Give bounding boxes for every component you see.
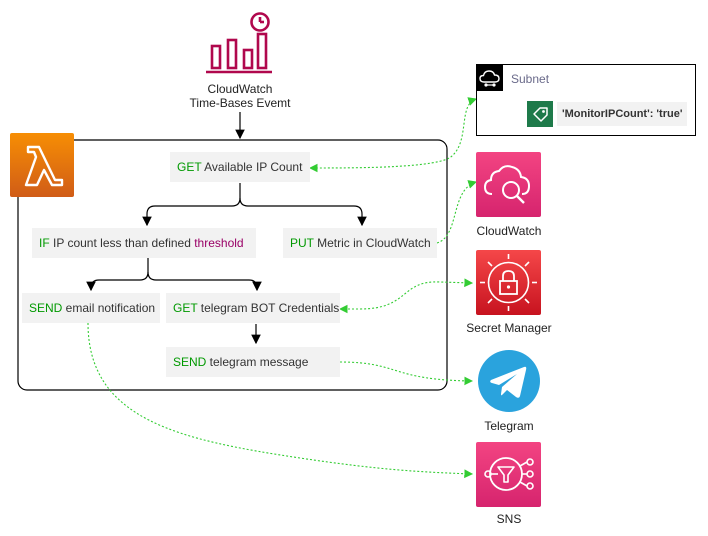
secret-manager-label: Secret Manager xyxy=(466,321,552,335)
step-keyword: SEND xyxy=(173,355,207,369)
link-telegram-creds-to-secret xyxy=(338,278,474,314)
step-keyword: GET xyxy=(177,160,202,174)
subnet-tag: 'MonitorIPCount': 'true' xyxy=(557,102,688,126)
vpc-cloud-icon xyxy=(477,65,503,91)
cloudwatch-event-icon xyxy=(204,12,276,74)
step-text: telegram BOT Credentials xyxy=(197,301,340,315)
cloudwatch-icon xyxy=(476,152,541,217)
step-send-email: SEND email notification xyxy=(22,293,160,323)
step-text: email notification xyxy=(62,301,156,315)
step-text: Available IP Count xyxy=(201,160,303,174)
step-threshold: threshold xyxy=(194,236,244,250)
sns-icon xyxy=(476,442,541,507)
step-get-available-ip: GET Available IP Count xyxy=(170,152,310,182)
arrow-if-split-send xyxy=(86,258,149,292)
trigger-label-line2: Time-Bases Evemt xyxy=(189,96,291,110)
step-send-telegram: SEND telegram message xyxy=(166,347,340,377)
telegram-label: Telegram xyxy=(484,419,534,433)
lambda-container xyxy=(17,139,448,391)
link-email-to-sns xyxy=(87,322,474,479)
step-text: Metric in CloudWatch xyxy=(313,236,431,250)
telegram-icon xyxy=(477,349,541,413)
secret-manager-icon xyxy=(476,250,541,315)
step-keyword: IF xyxy=(39,236,50,250)
subnet-box: Subnet 'MonitorIPCount': 'true' xyxy=(476,64,696,136)
step-keyword: PUT xyxy=(290,236,314,250)
step-if-ip-count: IF IP count less than defined threshold xyxy=(32,228,256,258)
step-text: telegram message xyxy=(206,355,309,369)
subnet-title: Subnet xyxy=(511,72,550,86)
arrow-get-ip-to-put xyxy=(239,197,367,227)
link-send-to-telegram xyxy=(339,361,474,386)
link-put-to-cloudwatch xyxy=(436,180,478,244)
step-keyword: SEND xyxy=(29,301,63,315)
trigger-label: CloudWatch Time-Bases Evemt xyxy=(170,82,310,110)
step-text: IP count less than defined xyxy=(49,236,195,250)
cloudwatch-label: CloudWatch xyxy=(476,224,542,238)
lambda-icon xyxy=(10,133,74,197)
trigger-label-line1: CloudWatch xyxy=(207,82,273,96)
step-put-metric: PUT Metric in CloudWatch xyxy=(283,228,437,258)
step-get-telegram-credentials: GET telegram BOT Credentials xyxy=(166,293,340,323)
arrow-get-ip-split xyxy=(142,183,241,227)
link-subnet-to-get-ip xyxy=(308,97,478,173)
arrow-if-split-telegram xyxy=(147,271,262,292)
sns-label: SNS xyxy=(496,512,522,526)
step-keyword: GET xyxy=(173,301,198,315)
tag-icon xyxy=(527,101,553,127)
